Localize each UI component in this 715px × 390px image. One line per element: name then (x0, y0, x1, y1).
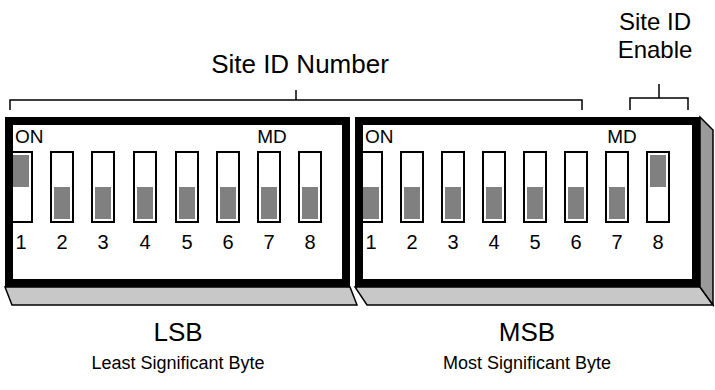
switch-slot (565, 152, 587, 222)
dip-switch-block: ON MD 1 2 3 4 5 6 7 8 (355, 117, 700, 287)
switch-number: 6 (570, 231, 581, 253)
switch-number: 1 (365, 231, 376, 253)
switch-slider (606, 152, 628, 222)
housing-bottom (355, 287, 713, 305)
switch-knob (13, 155, 29, 187)
switch-number: 6 (222, 231, 233, 253)
switch-slider (299, 152, 321, 222)
switch-slot (134, 152, 156, 222)
bracket-title: Site ID Number (211, 50, 389, 80)
block-name: LSB (153, 318, 202, 348)
switch-knob (95, 187, 111, 219)
switch-knob (137, 187, 153, 219)
switch-slider (647, 152, 669, 222)
switch-slider (524, 152, 546, 222)
switch-slider (360, 152, 382, 222)
switch-number: 3 (97, 231, 108, 253)
switch-slider (217, 152, 239, 222)
switch-number: 2 (406, 231, 417, 253)
switch-knob (220, 187, 236, 219)
switch-slot (217, 152, 239, 222)
switch-slot (442, 152, 464, 222)
md-marking: MD (607, 127, 637, 148)
on-marking: ON (15, 127, 44, 148)
switch-slot (524, 152, 546, 222)
switch-number: 7 (263, 231, 274, 253)
switch-knob (568, 187, 584, 219)
switch-slider (483, 152, 505, 222)
dip-switch-block: ON MD 1 2 3 4 5 6 7 8 (5, 117, 350, 287)
bracket-title: Site ID Enable (605, 8, 705, 63)
switch-slot (258, 152, 280, 222)
switch-slider (51, 152, 73, 222)
switch-slider (10, 152, 32, 222)
switch-knob (609, 187, 625, 219)
switch-knob (486, 187, 502, 219)
switch-slot (401, 152, 423, 222)
switch-slot (606, 152, 628, 222)
block-caption: Least Significant Byte (91, 353, 264, 374)
switch-knob (179, 187, 195, 219)
bracket (10, 90, 582, 110)
switch-knob (261, 187, 277, 219)
housing-face (355, 117, 700, 287)
switch-slider (565, 152, 587, 222)
switch-slot (10, 152, 32, 222)
md-marking: MD (257, 127, 287, 148)
switch-slider (401, 152, 423, 222)
switch-slot (360, 152, 382, 222)
switch-number: 5 (529, 231, 540, 253)
switch-number: 8 (304, 231, 315, 253)
switch-slot (647, 152, 669, 222)
switch-slider (92, 152, 114, 222)
block-caption: Most Significant Byte (443, 353, 611, 374)
switch-knob (527, 187, 543, 219)
switch-slot (483, 152, 505, 222)
switch-slot (176, 152, 198, 222)
switch-number: 8 (652, 231, 663, 253)
switch-slider (258, 152, 280, 222)
switch-slider (134, 152, 156, 222)
switch-knob (54, 187, 70, 219)
switch-knob (445, 187, 461, 219)
block-name: MSB (499, 318, 555, 348)
switch-number: 5 (181, 231, 192, 253)
switch-slot (92, 152, 114, 222)
switch-number: 4 (139, 231, 150, 253)
on-marking: ON (365, 127, 394, 148)
housing-face (5, 117, 350, 287)
switch-slot (299, 152, 321, 222)
housing-bottom (5, 287, 357, 305)
switch-knob (363, 187, 379, 219)
switch-slider (176, 152, 198, 222)
switch-number: 7 (611, 231, 622, 253)
switch-number: 1 (15, 231, 26, 253)
switch-knob (404, 187, 420, 219)
housing-side (700, 117, 713, 305)
bracket (630, 84, 688, 110)
switch-slider (442, 152, 464, 222)
switch-number: 3 (447, 231, 458, 253)
switch-knob (650, 155, 666, 187)
housing-art (5, 84, 713, 305)
switch-knob (302, 187, 318, 219)
switch-number: 4 (488, 231, 499, 253)
switch-slot (51, 152, 73, 222)
switch-number: 2 (56, 231, 67, 253)
